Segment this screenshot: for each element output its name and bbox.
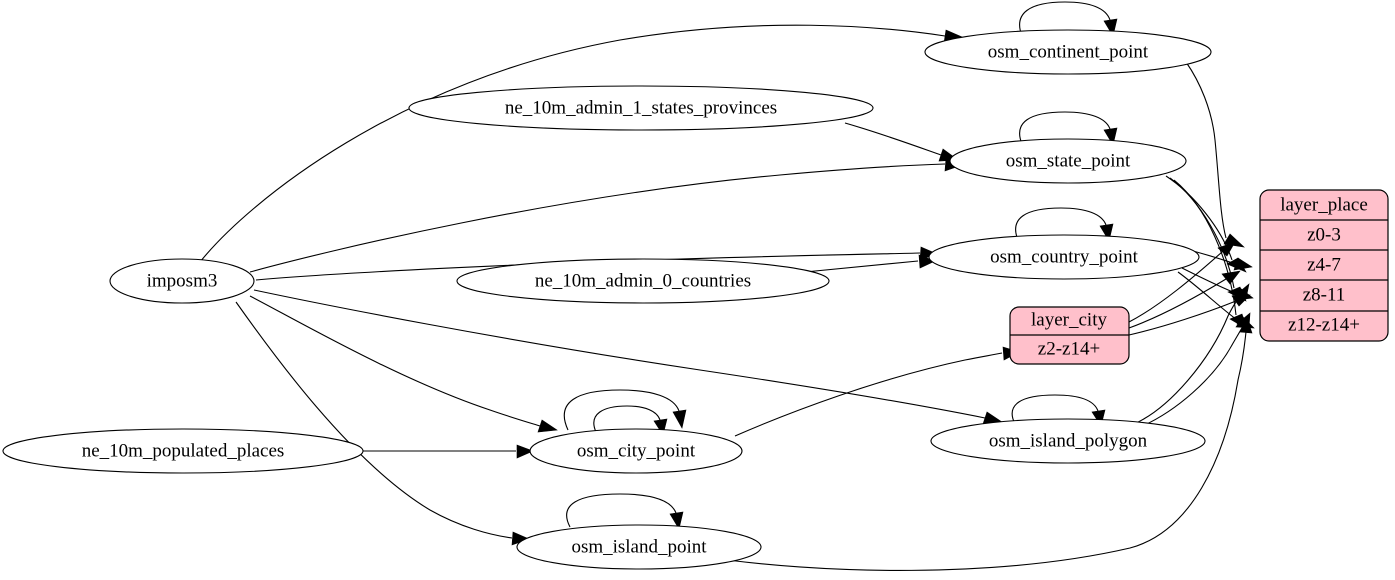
node-osm-island-point[interactable]: osm_island_point (516, 524, 762, 570)
edge-imposm3-to-osm-island-point (235, 301, 530, 546)
node-osm-continent-point[interactable]: osm_continent_point (924, 29, 1212, 75)
layer-city-title: layer_city (1031, 309, 1107, 330)
layer-place-row-z8-11[interactable]: z8-11 (1303, 284, 1346, 305)
node-osm-island-point-label: osm_island_point (571, 536, 707, 557)
node-ne-populated-label: ne_10m_populated_places (82, 440, 285, 461)
node-osm-island-polygon[interactable]: osm_island_polygon (930, 418, 1206, 464)
edge-osm-island-polygon-to-layer-place-z12-z14b (1137, 312, 1251, 429)
edge-osm-city-point-to-layer-city (734, 346, 1020, 437)
node-layer-place[interactable]: layer_place z0-3 z4-7 z8-11 z12-z14+ (1259, 189, 1389, 342)
edge-osm-island-polygon-to-layer-place-z8-11 (1133, 283, 1250, 425)
node-ne-states-label: ne_10m_admin_1_states_provinces (505, 97, 777, 118)
node-osm-city-point-label: osm_city_point (577, 440, 696, 461)
node-osm-island-polygon-label: osm_island_polygon (989, 430, 1148, 451)
node-ne-countries-label: ne_10m_admin_0_countries (535, 270, 751, 291)
node-ne-10m-admin-0-countries[interactable]: ne_10m_admin_0_countries (456, 258, 830, 304)
edge-ne-countries-to-osm-country-point (804, 254, 936, 273)
edge-imposm3-to-osm-city-point (249, 295, 558, 433)
selfloop-osm-city-point-outer (563, 389, 687, 431)
node-ne-10m-populated-places[interactable]: ne_10m_populated_places (2, 428, 364, 474)
nodes-layer: imposm3 ne_10m_admin_1_states_provinces … (2, 29, 1212, 570)
node-osm-city-point[interactable]: osm_city_point (529, 428, 743, 474)
node-osm-state-point[interactable]: osm_state_point (949, 138, 1187, 184)
selfloop-osm-island-point (566, 493, 684, 530)
node-ne-10m-admin-1-states-provinces[interactable]: ne_10m_admin_1_states_provinces (408, 85, 874, 131)
node-osm-country-point[interactable]: osm_country_point (928, 234, 1200, 280)
layer-place-row-z4-7[interactable]: z4-7 (1307, 254, 1341, 275)
layer-place-row-z12-z14[interactable]: z12-z14+ (1288, 314, 1360, 335)
layer-place-title: layer_place (1280, 194, 1368, 215)
node-imposm3[interactable]: imposm3 (109, 258, 255, 304)
edge-layer-city-to-layer-place-z4-7 (1128, 270, 1241, 329)
node-imposm3-label: imposm3 (147, 270, 218, 291)
node-osm-country-point-label: osm_country_point (990, 246, 1138, 267)
edge-imposm3-to-osm-continent-point (199, 24, 963, 263)
edge-osm-continent-point-to-layer-place-z0-3 (1185, 61, 1245, 248)
layer-city-row-z2-z14[interactable]: z2-z14+ (1038, 338, 1100, 359)
edge-layer-city-to-layer-place-z8-11 (1128, 294, 1251, 336)
node-osm-state-point-label: osm_state_point (1006, 150, 1131, 171)
node-osm-continent-point-label: osm_continent_point (988, 41, 1149, 62)
edges-layer (199, 1, 1255, 571)
edge-ne-states-to-osm-state-point (844, 122, 959, 162)
edge-ne-populated-to-osm-city-point (359, 444, 534, 459)
node-layer-city[interactable]: layer_city z2-z14+ (1009, 306, 1130, 365)
edge-layer-city-to-layer-place-z0-3 (1128, 241, 1236, 323)
layer-place-row-z0-3[interactable]: z0-3 (1307, 224, 1341, 245)
